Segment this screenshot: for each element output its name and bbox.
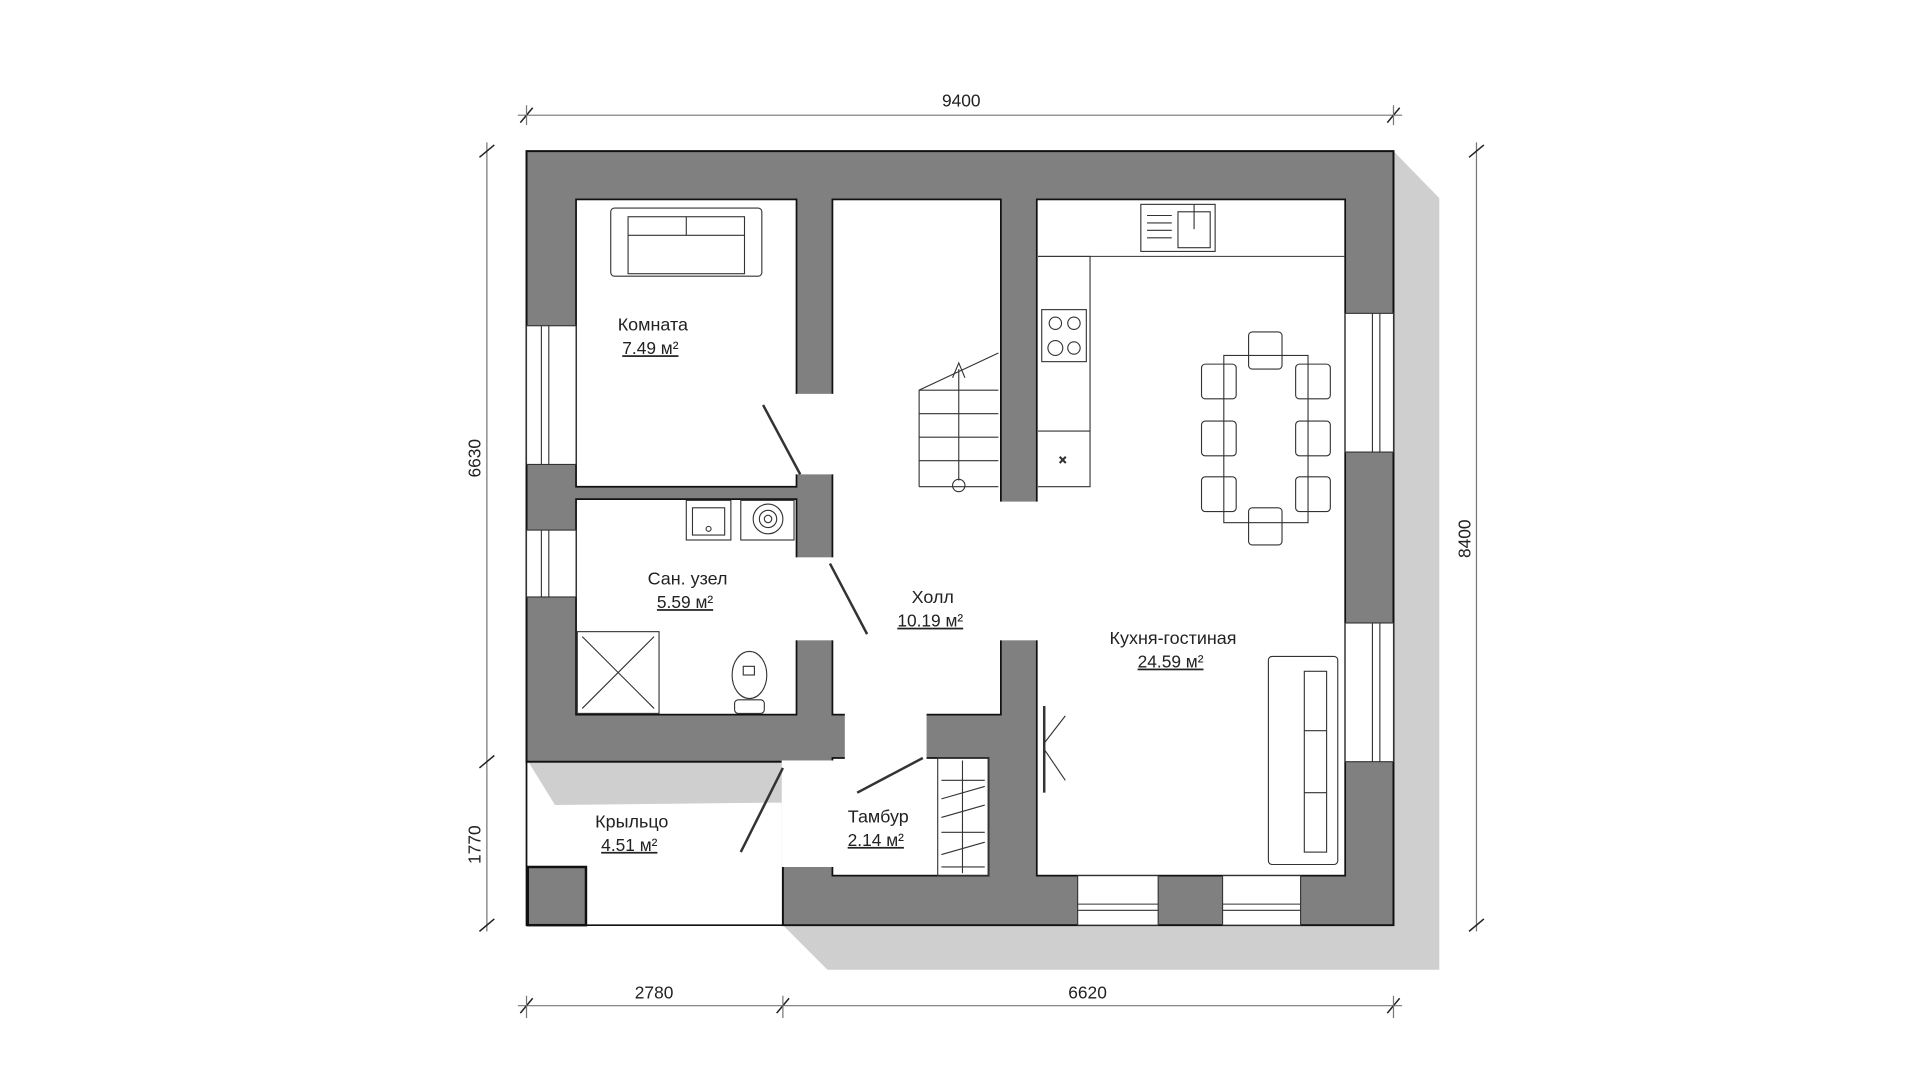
room-kitchen-living (1035, 198, 1347, 877)
dimension-label-main-width: 6620 (1068, 982, 1107, 1002)
washing-machine-icon (740, 499, 795, 541)
svg-text:×: × (1059, 452, 1067, 467)
room-name-bathroom: Сан. узел (648, 569, 728, 589)
room-area-hall: 10.19 м² (897, 611, 963, 631)
porch-column (526, 865, 588, 927)
door-porch (739, 767, 784, 853)
dining-table-icon (1200, 331, 1331, 546)
dimension-left: 6630 1770 (465, 142, 495, 932)
sofa-icon (1267, 655, 1339, 866)
room-name-vestibule: Тамбур (848, 806, 909, 826)
room-name-porch: Крыльцо (595, 811, 668, 831)
toilet-icon (731, 650, 768, 714)
room-area-vestibule: 2.14 м² (848, 830, 904, 850)
door-vestibule (856, 756, 924, 794)
door-opening-bathroom (795, 557, 834, 641)
windows (525, 312, 1395, 926)
dimension-label-total-depth: 8400 (1454, 519, 1474, 558)
dimension-right: 8400 (1454, 142, 1485, 932)
bed-icon (610, 207, 763, 277)
kitchen-sink-icon (1140, 203, 1216, 252)
passage-opening (844, 713, 927, 760)
door-opening-porch (781, 760, 834, 867)
door-komnata (761, 404, 802, 475)
dimension-label-porch-depth: 1770 (465, 825, 485, 864)
room-area-bathroom: 5.59 м² (657, 592, 713, 612)
opening-hall-kitchen (999, 501, 1039, 641)
sliding-door-kitchen (1042, 705, 1066, 793)
door-bathroom (828, 562, 869, 635)
porch (525, 761, 783, 927)
room-komnata (575, 198, 798, 488)
dimension-label-main-depth: 6630 (465, 439, 485, 478)
room-area-porch: 4.51 м² (601, 835, 657, 855)
washbasin-icon (685, 499, 732, 541)
room-hall (831, 198, 1002, 716)
room-area-kitchen-living: 24.59 м² (1138, 652, 1204, 672)
dimension-label-top: 9400 (942, 91, 981, 111)
stairs-icon (918, 352, 999, 493)
door-opening-komnata (795, 393, 834, 475)
wardrobe-icon (937, 757, 990, 877)
porch-shadow (528, 762, 783, 806)
dimension-bottom: 2780 6620 (517, 982, 1403, 1019)
shower-icon (576, 631, 660, 714)
room-name-kitchen-living: Кухня-гостиная (1110, 628, 1237, 648)
room-name-komnata: Комната (618, 315, 688, 335)
dimension-top: 9400 (517, 91, 1403, 126)
kitchen-counter: × (1038, 255, 1346, 488)
dimension-label-porch-width: 2780 (635, 982, 674, 1002)
room-area-komnata: 7.49 м² (622, 338, 678, 358)
room-name-hall: Холл (912, 587, 954, 607)
stove-icon (1041, 309, 1087, 363)
